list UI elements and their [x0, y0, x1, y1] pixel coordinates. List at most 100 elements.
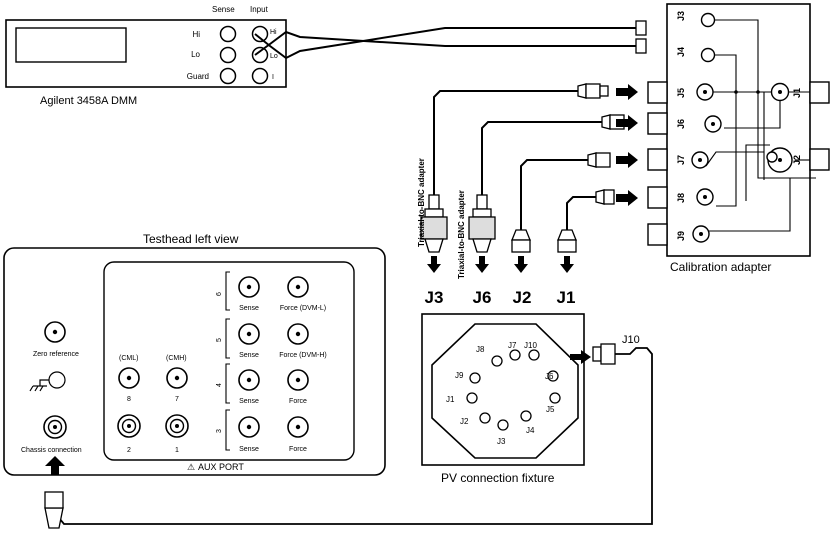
jack-label-j5: J5 — [676, 88, 686, 98]
pv-fixture-plate — [431, 323, 579, 459]
j5-connector[interactable] — [647, 81, 668, 104]
j9-connector[interactable] — [647, 223, 668, 246]
pin-j8[interactable] — [491, 355, 503, 367]
aux-4-sense-label: Sense — [239, 398, 259, 405]
dmm-sense-hi-terminal[interactable] — [219, 25, 237, 43]
aux-number-8: 8 — [127, 396, 131, 403]
pin-label-j1: J1 — [446, 395, 455, 404]
pin-label-j2: J2 — [460, 417, 469, 426]
plug-j5-cable — [577, 83, 587, 99]
ground-icon — [29, 371, 66, 392]
aux-6-force-label: Force (DVM-L) — [280, 305, 326, 312]
aux-group-5: 5 Sense Force (DVM-H) — [216, 318, 327, 359]
aux-label-cmh: (CMH) — [166, 355, 187, 362]
aux-group-3: 3 Sense Force — [216, 409, 309, 453]
up-arrow-icon — [45, 456, 65, 475]
triax-adapter-j3 — [420, 194, 448, 253]
dmm-sense-lo-terminal[interactable] — [219, 46, 237, 64]
pv-connection-fixture: J8 J7 J10 J9 J6 J1 J5 J2 J4 J3 PV connec… — [421, 313, 585, 485]
dmm-display — [15, 27, 127, 63]
aux-port-warning-icon: ⚠ — [187, 462, 195, 472]
pin-j9[interactable] — [469, 372, 481, 384]
pin-j2[interactable] — [479, 412, 491, 424]
aux-group-6: 6 Sense Force (DVM-L) — [216, 271, 326, 312]
aux-group-4-number: 4 — [216, 383, 223, 387]
aux-5-sense-label: Sense — [239, 352, 259, 359]
dmm-row-guard: Guard — [187, 72, 209, 81]
testhead-title: Testhead left view — [143, 232, 239, 246]
cable-end-j6: J6 — [473, 288, 492, 307]
plug-j8-cable — [595, 189, 605, 205]
pin-j6[interactable] — [547, 370, 559, 382]
chassis-connection-label: Chassis connection — [21, 447, 82, 454]
pin-label-j6: J6 — [545, 372, 554, 381]
dmm-input-hi-label: Hi — [270, 29, 277, 36]
testhead-left-view: Testhead left view Zero reference Chassi… — [3, 232, 386, 476]
j10-cable-label: J10 — [622, 334, 640, 346]
pin-label-j10: J10 — [524, 341, 537, 350]
dmm-input-header: Input — [250, 5, 269, 14]
dmm-guard-terminal[interactable] — [219, 67, 237, 85]
adapter-label-j3: Triaxial-to-BNC adapter — [417, 158, 426, 247]
insert-arrows — [616, 84, 638, 206]
calibration-adapter-name: Calibration adapter — [670, 260, 771, 274]
aux-port-panel — [103, 261, 355, 461]
adapter-label-j6: Triaxial-to-BNC adapter — [457, 190, 466, 279]
calibration-cables — [433, 90, 602, 230]
zero-reference-label: Zero reference — [33, 351, 79, 358]
bnc-plug-j2 — [511, 229, 531, 253]
pin-j1[interactable] — [466, 392, 478, 404]
pin-label-j5: J5 — [546, 405, 555, 414]
dmm-wires — [254, 27, 636, 60]
jack-label-j9: J9 — [676, 231, 686, 241]
dmm-input-i-terminal[interactable] — [251, 67, 269, 85]
pin-label-j7: J7 — [508, 341, 517, 350]
j8-connector[interactable] — [647, 186, 668, 209]
j4-socket — [700, 47, 716, 63]
j7-connector[interactable] — [647, 148, 668, 171]
bnc-plug-j1 — [557, 229, 577, 253]
triax-adapter-j6 — [468, 194, 496, 253]
pin-label-j3: J3 — [497, 437, 506, 446]
pin-j3[interactable] — [497, 419, 509, 431]
pin-j7[interactable] — [509, 349, 521, 361]
j1-connector[interactable] — [809, 81, 830, 104]
cable-end-j3: J3 — [425, 288, 444, 307]
plug-j7-cable — [587, 152, 597, 168]
jack-label-j7: J7 — [676, 155, 686, 165]
dmm-input-lo-label: Lo — [270, 53, 278, 60]
j2-connector[interactable] — [809, 148, 830, 171]
dmm-row-lo: Lo — [191, 50, 200, 59]
pin-label-j9: J9 — [455, 371, 464, 380]
jack-label-j3: J3 — [676, 11, 686, 21]
aux-label-cml: (CML) — [119, 355, 138, 362]
jack-label-j8: J8 — [676, 193, 686, 203]
pin-label-j8: J8 — [476, 345, 485, 354]
j10-cable: J10 — [44, 334, 653, 529]
cable-end-j1: J1 — [557, 288, 576, 307]
aux-6-sense-label: Sense — [239, 305, 259, 312]
j6-connector[interactable] — [647, 112, 668, 135]
plug-j6-cable — [601, 114, 611, 130]
cable-end-j2: J2 — [513, 288, 532, 307]
pin-j5[interactable] — [549, 392, 561, 404]
dmm-input-hi-terminal[interactable] — [251, 25, 269, 43]
aux-port-label: AUX PORT — [198, 462, 244, 472]
aux-3-force-label: Force — [289, 446, 307, 453]
down-arrows — [427, 256, 574, 273]
j3-socket — [700, 12, 716, 28]
calibration-adapter: J3 J4 J5 J6 J7 J8 J9 J1 J2 — [647, 3, 830, 274]
dmm-input-lo-terminal[interactable] — [251, 46, 269, 64]
aux-5-force-label: Force (DVM-H) — [279, 352, 326, 359]
aux-group-6-number: 6 — [216, 292, 223, 296]
j3-plug — [635, 20, 647, 36]
pin-j10[interactable] — [528, 349, 540, 361]
pin-j4[interactable] — [520, 410, 532, 422]
jack-label-j4: J4 — [676, 47, 686, 57]
j4-plug — [635, 38, 647, 54]
aux-group-3-number: 3 — [216, 429, 223, 433]
aux-3-sense-label: Sense — [239, 446, 259, 453]
dmm-name: Agilent 3458A DMM — [40, 95, 137, 107]
calibration-adapter-case — [666, 3, 811, 257]
